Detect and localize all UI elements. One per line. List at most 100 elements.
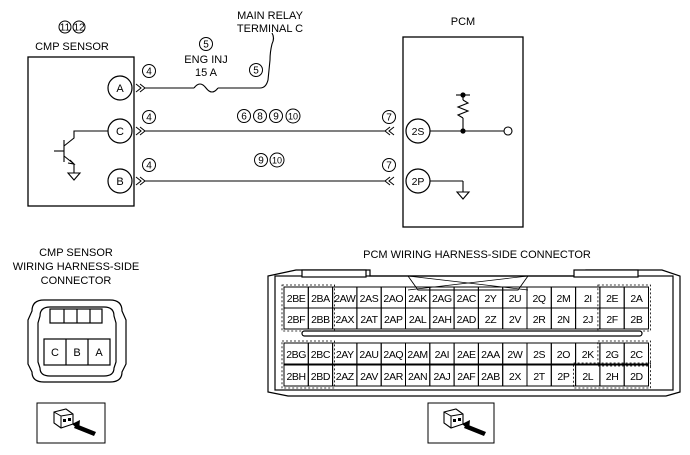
fuse-name: ENG INJ	[184, 54, 227, 66]
pcm-cell-2bg: 2BG	[286, 349, 306, 361]
pcm-cell-2i: 2I	[584, 293, 592, 305]
ref-circle-4b	[142, 110, 156, 124]
wire-b-ref-circle-9	[254, 153, 268, 167]
pcm-cell-2aa: 2AA	[481, 349, 500, 361]
pcm-cell-2n: 2N	[557, 314, 570, 326]
pcm-cell-2ba: 2BA	[311, 293, 330, 305]
pcm-cell-2r: 2R	[533, 314, 546, 326]
pcm-cell-2h: 2H	[606, 371, 619, 383]
pcm-cell-2bb: 2BB	[311, 314, 330, 326]
wire-b-ref-9: 9	[258, 156, 264, 167]
pcm-connector-marks	[384, 126, 395, 186]
pcm-cell-2z: 2Z	[485, 314, 497, 326]
pcm-cell-2v: 2V	[509, 314, 521, 326]
cmp-sensor-title: CMP SENSOR	[35, 41, 109, 53]
pcm-cell-2o: 2O	[557, 349, 570, 361]
pcm-box	[402, 36, 524, 228]
pcm-cell-2ac: 2AC	[457, 293, 477, 305]
pcm-cell-2bc: 2BC	[311, 349, 331, 361]
pcm-connector-title: PCM WIRING HARNESS-SIDE CONNECTOR	[363, 249, 591, 261]
pcm-cell-group-outline	[597, 340, 651, 367]
pcm-cell-2az: 2AZ	[336, 371, 355, 383]
fuse-ref: 5	[203, 40, 209, 51]
pcm-pin-2p-label: 2P	[412, 176, 425, 188]
pcm-ref-7a: 7	[386, 113, 392, 124]
ref-4c: 4	[146, 161, 152, 172]
probe-icon-left	[36, 402, 106, 444]
pcm-cell-2ao: 2AO	[383, 293, 403, 305]
pcm-cell-box	[623, 342, 650, 365]
wire-a	[145, 32, 275, 93]
pcm-cell-2al: 2AL	[409, 314, 427, 326]
pcm-ref-circle-7a	[382, 110, 396, 124]
pcm-cell-group-outline	[281, 340, 335, 389]
cmp-ref-circle-12	[72, 20, 86, 34]
pcm-cell-2ar: 2AR	[384, 371, 404, 383]
pcm-cell-2bf: 2BF	[287, 314, 305, 326]
cmp-connector-title-3: CONNECTOR	[41, 275, 112, 287]
pcm-cell-2av: 2AV	[360, 371, 378, 383]
cmp-connector-marks	[135, 83, 146, 186]
pcm-cell-2bh: 2BH	[286, 371, 305, 383]
cmp-ref-11: 11	[60, 23, 71, 34]
pcm-cell-2ad: 2AD	[457, 314, 477, 326]
pcm-cell-2at: 2AT	[360, 314, 378, 326]
pcm-cell-2ap: 2AP	[384, 314, 403, 326]
pcm-cell-group-outline	[573, 362, 651, 389]
cmp-pin-c-label: C	[116, 126, 124, 138]
ref-circle-4a	[142, 64, 156, 78]
pcm-cell-2ai: 2AI	[435, 349, 450, 361]
cmp-connector-cell-a: A	[95, 347, 103, 359]
pcm-cell-2d: 2D	[630, 371, 643, 383]
ref-circle-4c	[142, 158, 156, 172]
relay-label-1: MAIN RELAY	[237, 10, 303, 22]
pcm-cell-2af: 2AF	[457, 371, 475, 383]
pcm-cell-2ay: 2AY	[336, 349, 354, 361]
pcm-cell-2aw: 2AW	[334, 293, 356, 305]
wire-c-ref-circle-6	[237, 109, 251, 123]
relay-ref: 5	[253, 66, 259, 77]
pcm-cell-2a: 2A	[630, 293, 642, 305]
wire-c-ref-circle-10	[285, 108, 301, 124]
pcm-cell-group-outline	[597, 284, 651, 332]
cmp-pin-a-label: A	[116, 83, 124, 95]
pcm-cell-2p: 2P	[557, 371, 569, 383]
pcm-cell-2u: 2U	[509, 293, 522, 305]
pcm-cell-2x: 2X	[509, 371, 521, 383]
wire-c-ref-10: 10	[288, 112, 298, 122]
fuse-rating: 15 A	[195, 67, 218, 79]
pcm-cell-2m: 2M	[557, 293, 571, 305]
pcm-cell-2ax: 2AX	[335, 314, 354, 326]
cmp-connector-cell-c: C	[51, 347, 59, 359]
probe-icon-right	[427, 402, 495, 444]
cmp-connector-face	[27, 299, 127, 383]
cmp-pin-a	[107, 75, 133, 101]
wire-c-ref-circle-8	[253, 109, 267, 123]
wire-b-ref-circle-10	[269, 152, 285, 168]
pcm-cell-2j: 2J	[583, 314, 593, 326]
transistor-symbol	[54, 130, 108, 181]
pcm-cell-2ab: 2AB	[481, 371, 500, 383]
pcm-cell-2au: 2AU	[359, 349, 378, 361]
wire-c-ref-9: 9	[273, 112, 279, 123]
cmp-sensor-box	[27, 56, 135, 207]
pcm-cell-2am: 2AM	[407, 349, 427, 361]
ref-4b: 4	[146, 113, 152, 124]
pcm-cell-2ah: 2AH	[432, 314, 451, 326]
pcm-internal-circuit	[430, 94, 513, 200]
pcm-cell-group-outline	[281, 284, 335, 332]
cmp-pin-b-label: B	[116, 176, 123, 188]
pcm-cell-2f: 2F	[606, 314, 617, 326]
ref-4a: 4	[146, 67, 152, 78]
wire-c-ref-8: 8	[257, 112, 263, 123]
wire-c-ref-6: 6	[241, 112, 247, 123]
relay-ref-circle	[249, 63, 263, 77]
pcm-cell-2s: 2S	[533, 349, 545, 361]
pcm-pin-2s-label: 2S	[412, 126, 425, 138]
pcm-cell-2g: 2G	[605, 349, 618, 361]
pcm-cell-2ae: 2AE	[457, 349, 476, 361]
pcm-cell-2be: 2BE	[287, 293, 306, 305]
cmp-connector-cell-b: B	[73, 347, 80, 359]
pcm-vref-dot	[460, 92, 466, 98]
